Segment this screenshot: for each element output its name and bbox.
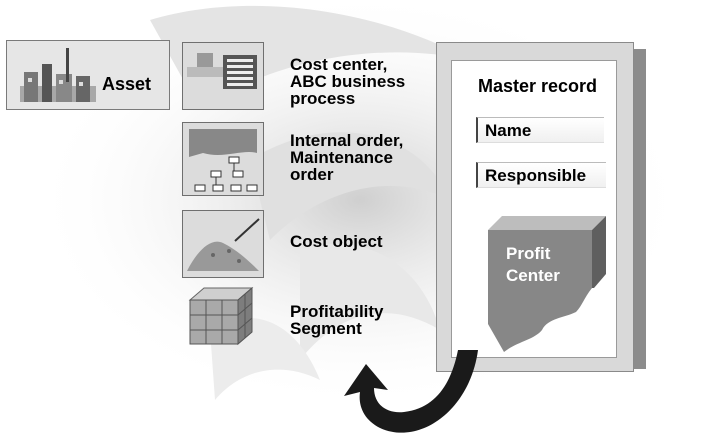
profit-center-block <box>488 216 606 352</box>
cost-center-icon-box <box>182 42 264 110</box>
order-hierarchy-icon <box>189 129 258 192</box>
internal-order-label: Internal order, Maintenance order <box>290 131 404 184</box>
curved-arrow-icon <box>344 350 478 433</box>
cube-grid-icon <box>188 286 254 346</box>
internal-order-icon-box <box>182 122 264 196</box>
cost-center-label: Cost center, ABC business process <box>290 55 406 108</box>
cost-object-label: Cost object <box>290 232 383 251</box>
cost-center-icon <box>187 53 257 89</box>
master-record-title: Master record <box>478 76 598 96</box>
profitability-segment-label: Profitability Segment <box>290 302 384 338</box>
name-field: Name <box>476 117 604 143</box>
material-pile-icon <box>187 218 260 271</box>
cost-object-icon-box <box>182 210 264 278</box>
responsible-field: Responsible <box>476 162 606 188</box>
profit-center-label: Profit Center <box>506 244 560 285</box>
asset-label: Asset <box>102 74 152 94</box>
factory-icon <box>20 48 96 102</box>
